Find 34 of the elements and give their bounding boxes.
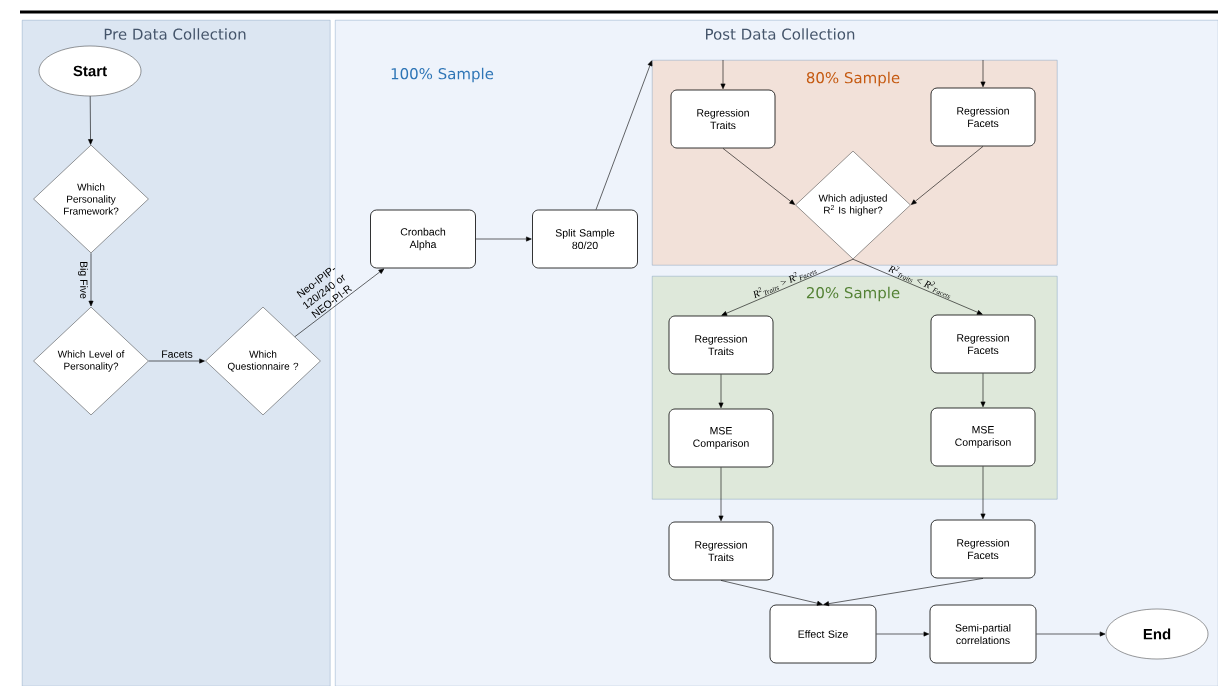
arrow <box>722 148 795 205</box>
process-box: Cronbach Alpha <box>370 209 476 269</box>
edge-label: Big Five <box>78 261 88 299</box>
edge-label: Facets <box>162 350 193 358</box>
arrow <box>88 95 93 145</box>
arrow <box>1036 631 1106 637</box>
arrow <box>980 59 986 88</box>
arrow <box>980 466 986 520</box>
arrow <box>852 258 983 315</box>
arrow <box>294 268 385 338</box>
process-box: Regression Traits <box>668 315 774 375</box>
process-box: Regression Facets <box>930 519 1036 579</box>
process-box: Split Sample 80/20 <box>532 209 638 269</box>
arrow <box>980 373 986 408</box>
process-box: Regression Traits <box>668 521 774 581</box>
process-box: MSE Comparison <box>668 408 774 468</box>
process-box: MSE Comparison <box>930 407 1036 467</box>
arrow <box>718 467 724 522</box>
process-box: Regression Traits <box>670 89 776 149</box>
arrow <box>721 258 854 316</box>
arrow <box>911 146 984 205</box>
process-box: Regression Facets <box>930 87 1036 147</box>
arrow <box>88 252 94 307</box>
arrow <box>876 631 930 637</box>
arrow <box>475 236 532 242</box>
arrow <box>595 60 653 210</box>
arrow <box>720 580 823 606</box>
arrow <box>148 358 205 364</box>
arrow <box>823 578 984 607</box>
arrow <box>718 374 724 409</box>
process-box: Effect Size <box>769 604 877 664</box>
process-box: Semi-partial correlations <box>929 604 1037 664</box>
arrow <box>720 59 726 90</box>
process-box: Regression Facets <box>930 314 1036 374</box>
